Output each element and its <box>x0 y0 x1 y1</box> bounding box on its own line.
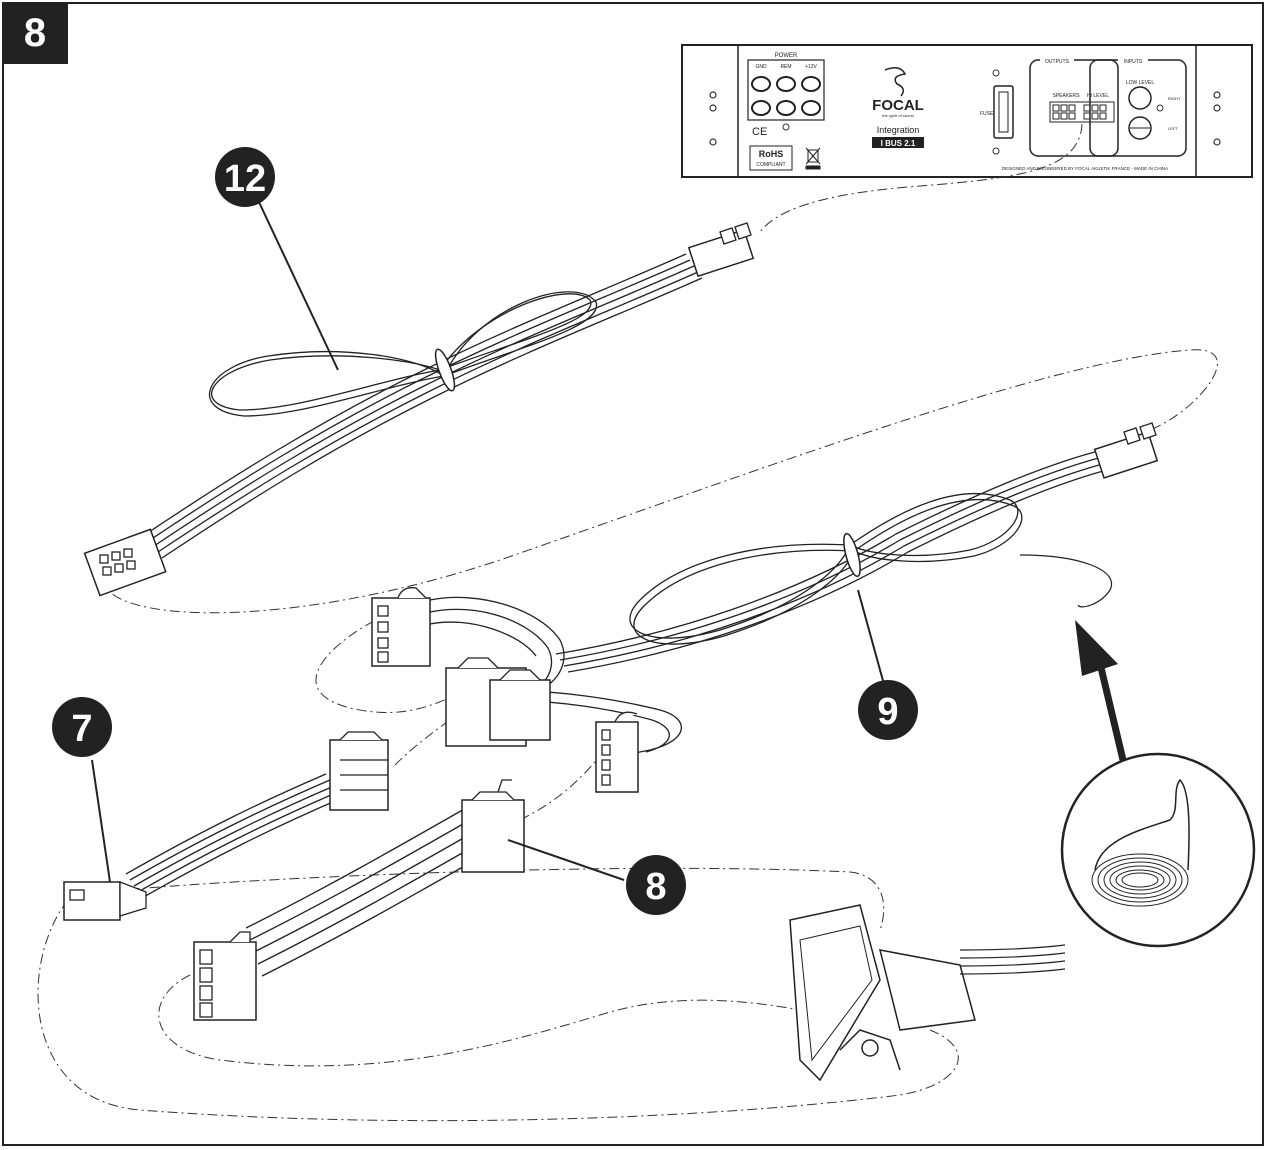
power-screw-terminals <box>751 76 821 116</box>
rca-left-input <box>1128 116 1152 140</box>
svg-text:OUTPUTS: OUTPUTS <box>1045 59 1070 65</box>
power-label: POWER <box>775 53 798 59</box>
speaker-output-connector <box>1049 101 1115 123</box>
velcro-tape-roll-icon <box>1060 752 1256 948</box>
female-plug-top <box>371 587 431 667</box>
svg-text:I BUS 2.1: I BUS 2.1 <box>881 139 916 148</box>
svg-text:12: 12 <box>224 158 266 200</box>
model-badge <box>872 137 924 148</box>
female-plug-right <box>595 711 639 793</box>
fuse-holder <box>993 85 1014 139</box>
harness-12 <box>83 222 755 597</box>
connector-junction <box>371 587 682 793</box>
amplifier-rear-panel: POWER GND REM +12V CE RoHS COMPLIANT FOC… <box>681 44 1253 178</box>
svg-text:+12V: +12V <box>805 64 817 70</box>
power-terminal-block <box>747 59 825 121</box>
rohs-badge <box>749 145 793 171</box>
harness-8 <box>193 779 525 1021</box>
harness-7-small-plug <box>63 881 147 921</box>
callout-8: 8 <box>626 855 686 915</box>
svg-text:RIGHT: RIGHT <box>1168 96 1181 101</box>
svg-text:FUSE: FUSE <box>980 111 994 117</box>
callout-7: 7 <box>52 697 112 757</box>
callout-9: 9 <box>858 680 918 740</box>
series-name: Integration <box>877 125 920 135</box>
mounting-holes <box>709 91 1221 146</box>
svg-text:HI LEVEL: HI LEVEL <box>1087 93 1109 99</box>
ce-mark: CE <box>752 126 767 138</box>
svg-text:LEFT: LEFT <box>1168 126 1178 131</box>
svg-text:RoHS: RoHS <box>759 149 784 159</box>
focal-logo-icon <box>884 67 907 97</box>
svg-text:the spirit of sound: the spirit of sound <box>882 113 914 118</box>
harness-8-plug-top <box>461 779 525 873</box>
svg-text:REM: REM <box>780 64 791 70</box>
harness-7-plug <box>329 731 389 811</box>
harness-9 <box>555 422 1159 673</box>
cable-tie <box>434 348 456 392</box>
weee-bin-icon <box>805 147 821 170</box>
svg-text:COMPLIANT: COMPLIANT <box>756 162 785 168</box>
harness-8-plug-bottom <box>193 931 257 1021</box>
svg-text:8: 8 <box>645 866 666 908</box>
harness-9-socket-end <box>1093 422 1159 479</box>
callout-leaders <box>91 199 886 883</box>
svg-text:LOW LEVEL: LOW LEVEL <box>1126 80 1155 86</box>
harness-12-socket-end <box>687 222 755 278</box>
harness-7 <box>63 731 389 921</box>
svg-text:7: 7 <box>71 708 92 750</box>
step-number-badge: 8 <box>2 2 68 64</box>
double-connector-block <box>445 657 551 747</box>
brand-name: FOCAL <box>872 97 924 114</box>
svg-text:SPEAKERS: SPEAKERS <box>1053 93 1081 99</box>
rca-right-input <box>1128 86 1152 110</box>
cable-tie <box>843 532 861 578</box>
vehicle-connector <box>789 904 1066 1082</box>
arrow-up-icon <box>1075 620 1127 761</box>
callout-12: 12 <box>215 147 275 207</box>
harness-12-plug-end <box>83 528 167 597</box>
svg-text:GND: GND <box>755 64 767 70</box>
svg-text:9: 9 <box>877 691 898 733</box>
panel-footer: DESIGNED AND ENGINEERED BY FOCAL AKUSTIK… <box>1002 166 1168 171</box>
svg-text:INPUTS: INPUTS <box>1124 59 1143 65</box>
